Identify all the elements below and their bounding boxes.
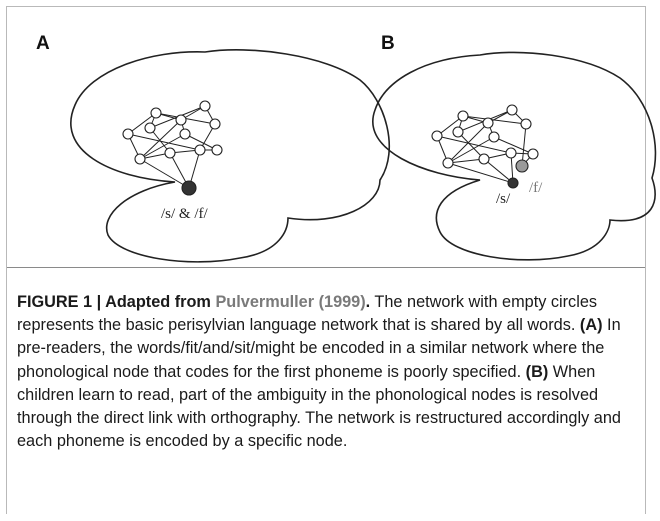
network-node (505, 147, 517, 159)
caption-intro: The network with empty circles represent… (17, 293, 598, 335)
panel-b-node-label-s: /s/ (496, 191, 511, 207)
network-node (150, 107, 162, 119)
citation-link[interactable]: Pulvermuller (1999) (215, 293, 366, 311)
network-node (209, 118, 221, 130)
network-node (164, 147, 176, 159)
phonological-node-ambiguous (181, 180, 197, 196)
network-node (199, 100, 211, 112)
network-node (122, 128, 134, 140)
phonological-node-s (507, 177, 519, 189)
figure-caption-divider (7, 267, 645, 268)
panel-a-brain-outline (70, 49, 390, 263)
panel-a-label: A (36, 33, 50, 54)
network-node (488, 131, 500, 143)
phonological-node-f (515, 159, 529, 173)
panel-b-brain-outline (372, 51, 657, 261)
caption-b-text: When children learn to read, part of the… (17, 362, 621, 451)
figure-frame (6, 6, 646, 514)
panel-b-node-label-f: /f/ (529, 180, 543, 196)
network-node (527, 148, 539, 160)
network-node (482, 117, 494, 129)
network-node (179, 128, 191, 140)
network-node (506, 104, 518, 116)
network-node (194, 144, 206, 156)
network-node (452, 126, 464, 138)
figure-caption: FIGURE 1 | Adapted from Pulvermuller (19… (17, 291, 647, 453)
network-node (175, 114, 187, 126)
panel-b-label: B (381, 33, 395, 54)
caption-label: FIGURE 1 | Adapted from (17, 293, 216, 311)
caption-a-text: In pre-readers, the words/fit/and/sit/mi… (17, 316, 621, 381)
network-node (211, 144, 223, 156)
network-node (442, 157, 454, 169)
caption-a-marker: (A) (579, 316, 603, 335)
panel-a-nodes (122, 100, 223, 196)
network-node (520, 118, 532, 130)
network-node (478, 153, 490, 165)
network-node (144, 122, 156, 134)
network-node (134, 153, 146, 165)
network-node (431, 130, 443, 142)
caption-label-end: . (365, 293, 371, 311)
panel-a-node-label: /s/ & /f/ (161, 206, 209, 222)
panel-b-nodes (431, 104, 539, 189)
network-node (457, 110, 469, 122)
brain-network-figure: /s/ & /f/ /s/ /f/ (70, 49, 657, 263)
caption-b-marker: (B) (525, 362, 549, 381)
